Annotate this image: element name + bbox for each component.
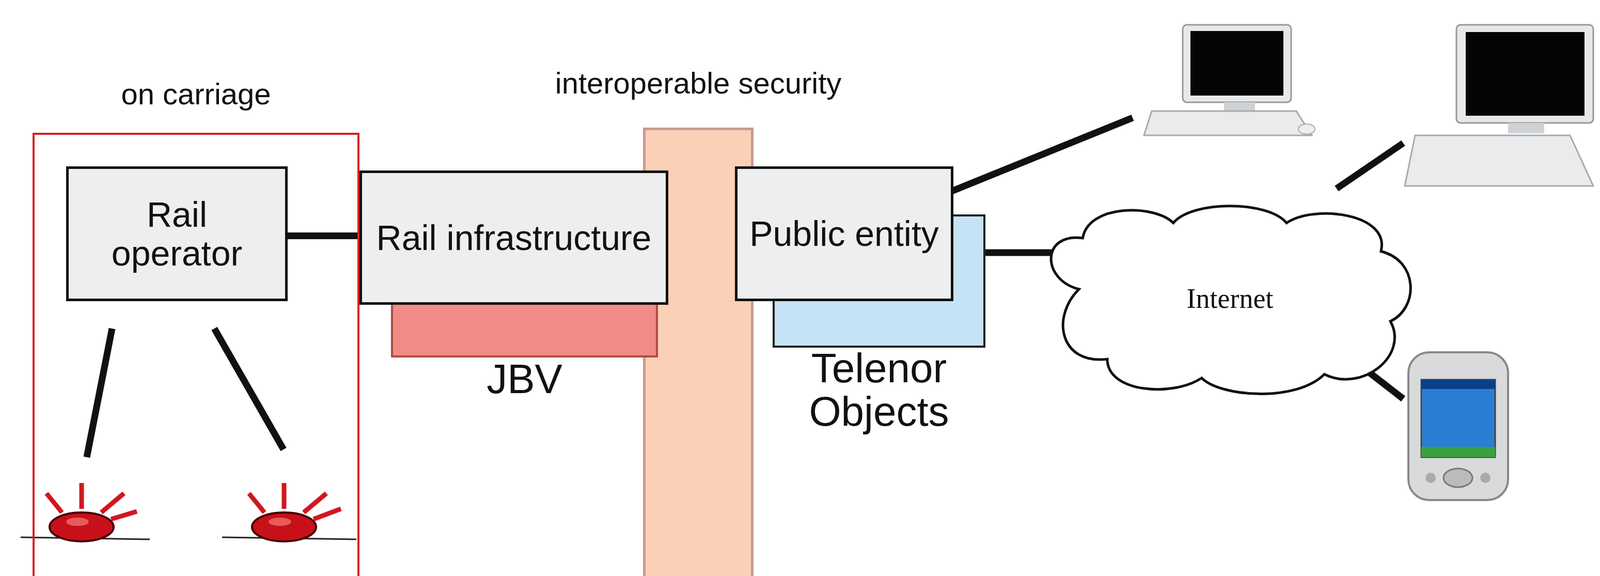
box-label: Public entity bbox=[741, 209, 948, 259]
org-name: JBV bbox=[486, 357, 563, 401]
box-label: Rail operator bbox=[68, 190, 286, 278]
device-wire bbox=[949, 117, 1133, 193]
process-box: Public entity bbox=[734, 166, 954, 302]
process-box: Rail infrastructure bbox=[359, 170, 669, 305]
cloud-label: Internet bbox=[1186, 282, 1274, 315]
computer bbox=[1143, 24, 1315, 136]
box-label: Rail infrastructure bbox=[368, 213, 661, 263]
connector bbox=[287, 232, 360, 240]
siren-wire bbox=[86, 328, 113, 458]
org-name: Telenor Objects bbox=[783, 346, 975, 434]
group-heading: on carriage bbox=[120, 76, 271, 112]
siren-wire bbox=[214, 328, 284, 450]
process-box: Rail operator bbox=[66, 166, 288, 302]
cloud-shape: Internet bbox=[1041, 204, 1419, 394]
alarm-light bbox=[222, 482, 357, 542]
pda bbox=[1408, 352, 1509, 500]
group-heading: interoperable security bbox=[555, 65, 842, 101]
alarm-light bbox=[20, 482, 150, 542]
computer bbox=[1404, 24, 1594, 186]
device-wire bbox=[1336, 143, 1404, 189]
region-outline: on carriageRail operator bbox=[32, 132, 360, 576]
